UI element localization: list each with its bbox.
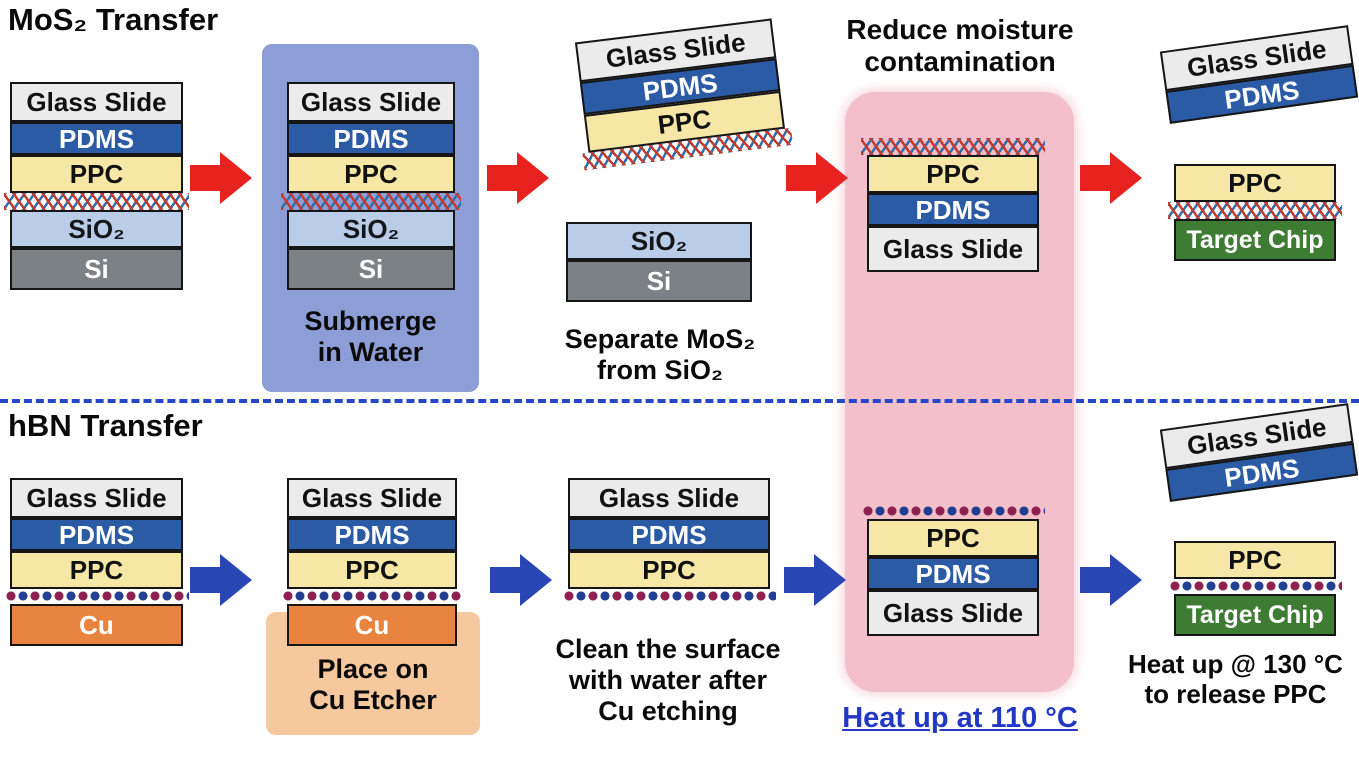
hbn-section-title: hBN Transfer — [8, 408, 203, 443]
si-layer: Si — [10, 248, 183, 290]
hbn-flake-layer — [4, 589, 189, 604]
glass-slide-layer: Glass Slide — [287, 82, 455, 122]
submerge-label: Submerge in Water — [304, 306, 437, 368]
clean-surface-label: Clean the surface with water after Cu et… — [555, 634, 781, 727]
cu-etcher-label: Place on Cu Etcher — [309, 654, 437, 716]
hbn-inverted-stack: PPC PDMS Glass Slide — [861, 504, 1045, 636]
heat-110-label: Heat up at 110 °C — [842, 702, 1078, 734]
mos2-flake-layer — [861, 138, 1045, 155]
mos2-released-glass-pdms-stack: Glass Slide PDMS — [1159, 25, 1359, 124]
pdms-layer: PDMS — [287, 122, 455, 155]
hbn-etched-stack: Glass Slide PDMS PPC — [562, 478, 776, 604]
glass-slide-layer: Glass Slide — [867, 590, 1039, 636]
ppc-layer: PPC — [1174, 541, 1336, 579]
mos2-step3-arrow-icon — [786, 152, 848, 204]
hbn-step1-arrow-icon — [190, 554, 252, 606]
ppc-layer: PPC — [867, 155, 1039, 193]
section-divider — [0, 399, 1359, 403]
glass-slide-layer: Glass Slide — [10, 478, 183, 518]
pdms-layer: PDMS — [287, 518, 457, 551]
cu-layer: Cu — [287, 604, 457, 646]
hbn-released-glass-pdms-stack: Glass Slide PDMS — [1159, 403, 1359, 502]
mos2-inverted-stack: PPC PDMS Glass Slide — [861, 138, 1045, 272]
ppc-layer: PPC — [287, 551, 457, 589]
ppc-layer: PPC — [10, 551, 183, 589]
target-chip-layer: Target Chip — [1174, 594, 1336, 636]
ppc-layer: PPC — [1174, 164, 1336, 202]
pdms-layer: PDMS — [10, 518, 183, 551]
hbn-flake-layer — [861, 504, 1045, 519]
si-layer: Si — [566, 260, 752, 302]
ppc-layer: PPC — [867, 519, 1039, 557]
mos2-step2-arrow-icon — [487, 152, 549, 204]
hbn-step2-arrow-icon — [490, 554, 552, 606]
mos2-flake-layer — [4, 193, 189, 210]
mos2-submerged-stack: Glass Slide PDMS PPC SiO₂ Si — [281, 82, 461, 290]
hbn-initial-stack: Glass Slide PDMS PPC Cu — [4, 478, 189, 646]
pdms-layer: PDMS — [10, 122, 183, 155]
mos2-section-title: MoS₂ Transfer — [8, 2, 219, 37]
hbn-flake-layer — [1168, 579, 1342, 594]
hbn-flake-layer — [281, 589, 463, 604]
hbn-on-etcher-stack: Glass Slide PDMS PPC Cu — [281, 478, 463, 646]
hbn-on-target-chip-stack: PPC Target Chip — [1168, 541, 1342, 636]
sio2-layer: SiO₂ — [287, 210, 455, 248]
glass-slide-layer: Glass Slide — [10, 82, 183, 122]
mos2-separated-top-stack: Glass Slide PDMS PPC — [574, 18, 794, 171]
reduce-moisture-label: Reduce moisture contamination — [846, 14, 1074, 78]
hbn-flake-layer — [562, 589, 776, 604]
glass-slide-layer: Glass Slide — [568, 478, 770, 518]
glass-slide-layer: Glass Slide — [867, 226, 1039, 272]
mos2-flake-layer — [1168, 202, 1342, 219]
mos2-step1-arrow-icon — [190, 152, 252, 204]
sio2-layer: SiO₂ — [566, 222, 752, 260]
pdms-layer: PDMS — [568, 518, 770, 551]
mos2-step4-arrow-icon — [1080, 152, 1142, 204]
heat-130-label: Heat up @ 130 °C to release PPC — [1128, 649, 1343, 709]
ppc-layer: PPC — [10, 155, 183, 193]
sio2-layer: SiO₂ — [10, 210, 183, 248]
hbn-step4-arrow-icon — [1080, 554, 1142, 606]
target-chip-layer: Target Chip — [1174, 219, 1336, 261]
hbn-step3-arrow-icon — [784, 554, 846, 606]
si-layer: Si — [287, 248, 455, 290]
pdms-layer: PDMS — [867, 193, 1039, 226]
separate-label: Separate MoS₂ from SiO₂ — [564, 324, 756, 386]
cu-layer: Cu — [10, 604, 183, 646]
mos2-on-target-chip-stack: PPC Target Chip — [1168, 164, 1342, 261]
glass-slide-layer: Glass Slide — [287, 478, 457, 518]
mos2-initial-stack: Glass Slide PDMS PPC SiO₂ Si — [4, 82, 189, 290]
sio2-si-substrate-stack: SiO₂ Si — [566, 222, 752, 302]
pdms-layer: PDMS — [867, 557, 1039, 590]
mos2-flake-layer — [281, 193, 461, 210]
ppc-layer: PPC — [287, 155, 455, 193]
ppc-layer: PPC — [568, 551, 770, 589]
